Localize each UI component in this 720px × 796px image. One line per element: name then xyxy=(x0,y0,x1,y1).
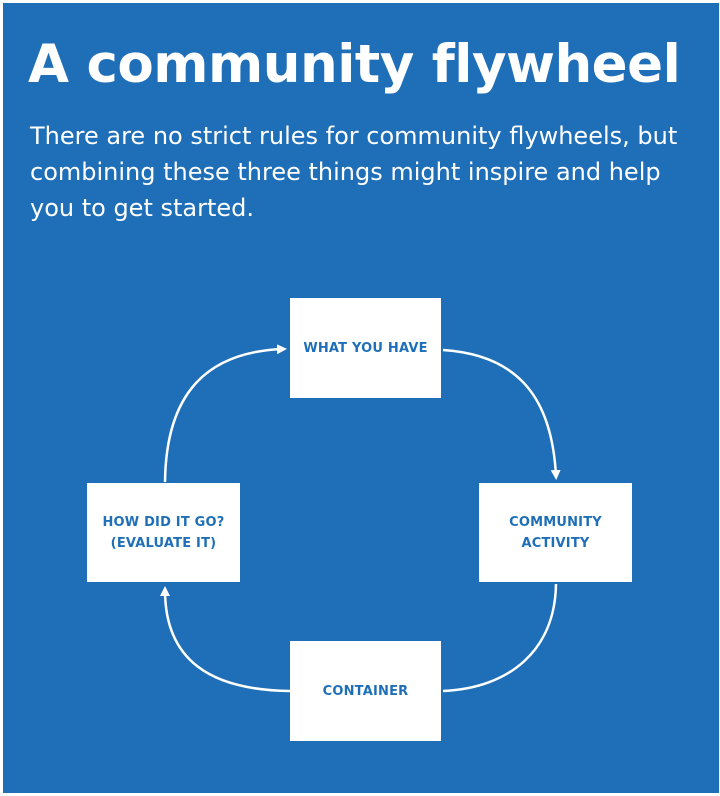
node-evaluate: HOW DID IT GO? (EVALUATE IT) xyxy=(87,483,240,582)
arrow-container-to-evaluate xyxy=(160,586,291,693)
node-container: CONTAINER xyxy=(290,641,441,741)
page-title: A community flywheel xyxy=(28,34,681,95)
node-what-you-have: WHAT YOU HAVE xyxy=(290,298,441,398)
arrow-evaluate-to-what xyxy=(163,344,287,483)
arrow-what-to-activity xyxy=(442,348,561,480)
node-community-activity: COMMUNITY ACTIVITY xyxy=(479,483,632,582)
arrow-activity-to-container xyxy=(442,583,558,693)
intro-text: There are no strict rules for community … xyxy=(30,122,678,222)
